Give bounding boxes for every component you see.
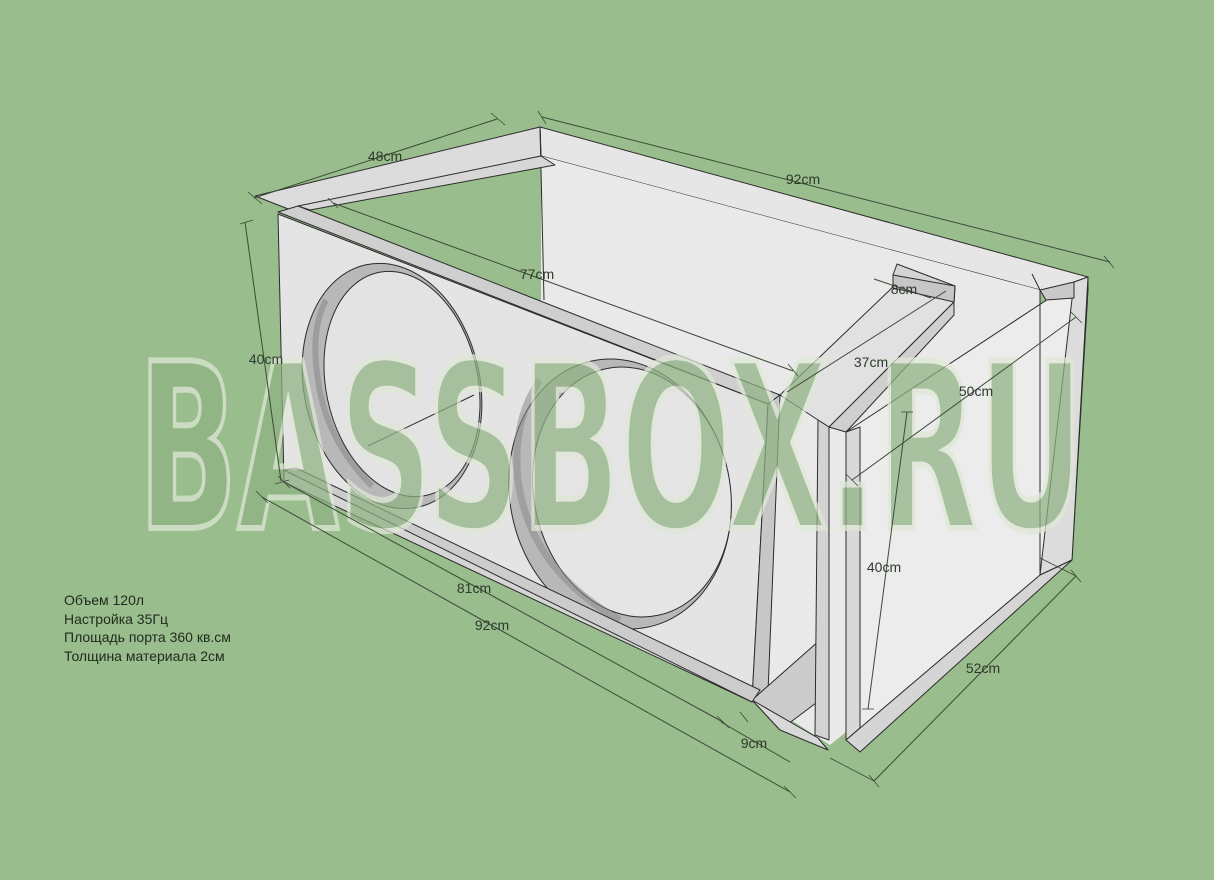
dim-front-inner: 81cm	[457, 580, 491, 596]
dim-front-height: 40cm	[249, 351, 283, 367]
spec-port-area: Площадь порта 360 кв.см	[64, 629, 231, 645]
port-slab-front	[814, 419, 830, 741]
dim-top-depth: 48cm	[368, 148, 402, 164]
dim-port-gap: 9cm	[741, 735, 767, 751]
subwoofer-box	[254, 126, 1089, 753]
base-edge	[283, 467, 761, 703]
spec-block: Объем 120л Настройка 35Гц Площадь порта …	[64, 591, 231, 665]
watermark-text: BASSBOX.RU	[138, 316, 1084, 583]
base-right	[845, 559, 1073, 753]
dim-top-length: 92cm	[786, 171, 820, 187]
dim-base-depth: 52cm	[966, 660, 1000, 676]
dim-side-height: 40cm	[867, 559, 901, 575]
top-rail-upper	[297, 155, 556, 211]
dimension-labels: 48cm 92cm 77cm 40cm 8cm 37cm 50cm 40cm 5…	[249, 148, 1000, 751]
dim-port-width: 8cm	[891, 281, 917, 297]
right-side-top	[1039, 281, 1075, 301]
spec-material: Толщина материала 2см	[64, 647, 225, 664]
port-floor-lower	[751, 699, 829, 751]
dimension-lines	[239, 110, 1115, 799]
dim-side-depth: 50cm	[959, 383, 993, 399]
spec-tuning: Настройка 35Гц	[64, 610, 168, 627]
speaker-cutout-left	[301, 262, 483, 510]
spec-volume: Объем 120л	[64, 592, 145, 608]
port-slab-side	[828, 301, 955, 433]
dim-port-length: 37cm	[854, 354, 888, 370]
speaker-cutout-right	[508, 358, 732, 630]
dim-front-total: 92cm	[475, 617, 509, 633]
dim-inner-length: 77cm	[520, 266, 554, 282]
